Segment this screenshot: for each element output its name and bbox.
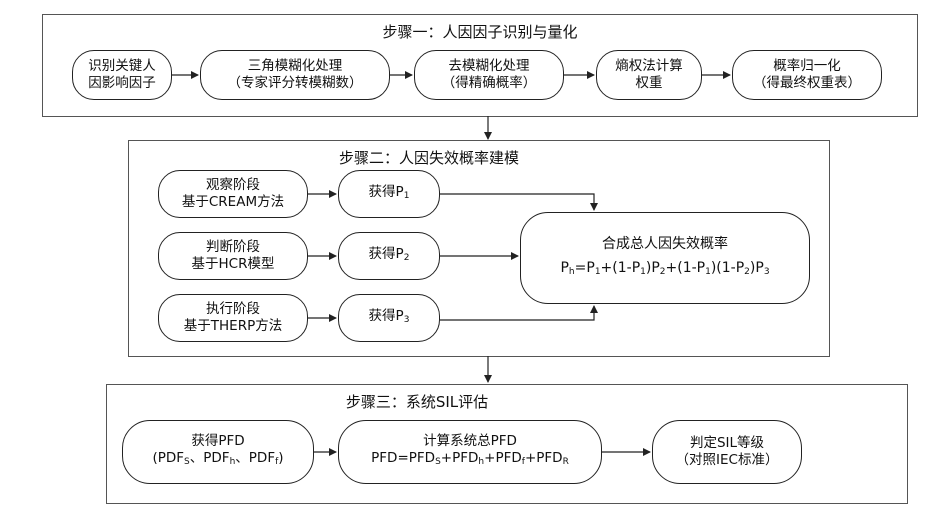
arrow-p1-combine [440, 194, 594, 210]
arrow-p3-combine [440, 306, 594, 320]
